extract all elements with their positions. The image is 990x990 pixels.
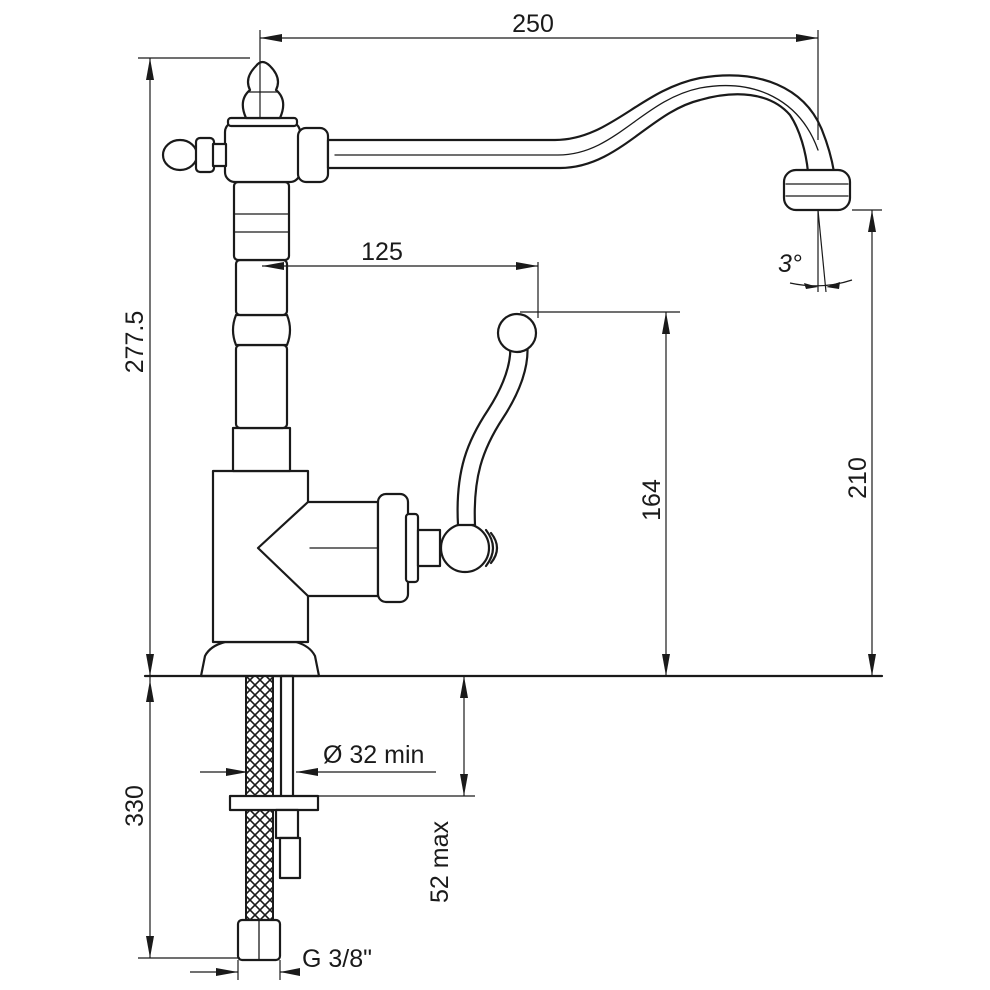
dim-spout-height: 210: [844, 209, 882, 676]
dim-handle-height: 164: [520, 311, 680, 676]
side-knob: [161, 138, 199, 172]
top-finial: [241, 60, 285, 120]
dim-spout-reach: 250: [259, 10, 819, 140]
spout-collar: [296, 126, 330, 184]
dim-125-label: 125: [361, 238, 403, 266]
dim-thread-label: G 3/8": [302, 945, 372, 973]
handle-lever: [456, 340, 529, 527]
dim-210-label: 210: [844, 457, 872, 499]
flexible-hose: [245, 675, 274, 797]
lever-ball: [496, 312, 538, 354]
column-lower: [231, 426, 292, 473]
base-flange: [199, 640, 321, 678]
dim-330-label: 330: [121, 785, 149, 827]
fixing-plate: [228, 794, 320, 812]
dim-hole-diameter: Ø 32 min: [200, 741, 436, 776]
dim-diameter-label: Ø 32 min: [323, 741, 424, 769]
under-counter-assembly: [228, 674, 320, 962]
column-head: [223, 120, 302, 184]
dim-connection-thread: G 3/8": [190, 945, 372, 980]
dim-164-label: 164: [638, 479, 666, 521]
dim-250-label: 250: [512, 10, 554, 38]
faucet-outline: [161, 60, 852, 678]
handle-knob: [439, 522, 491, 574]
dim-angle-label: 3°: [778, 250, 802, 278]
dim-total-height: 277.5: [121, 57, 250, 676]
dim-handle-reach: 125: [262, 238, 539, 318]
dim-counter-thickness: 52 max: [318, 676, 475, 903]
dim-hose-length: 330: [121, 676, 240, 959]
cartridge-housing: [256, 500, 380, 598]
handle-cap: [376, 492, 410, 604]
aerator: [782, 168, 852, 212]
dim-277-label: 277.5: [121, 311, 149, 374]
dim-spout-angle: 3°: [778, 209, 853, 293]
dim-thickness-label: 52 max: [426, 821, 454, 903]
